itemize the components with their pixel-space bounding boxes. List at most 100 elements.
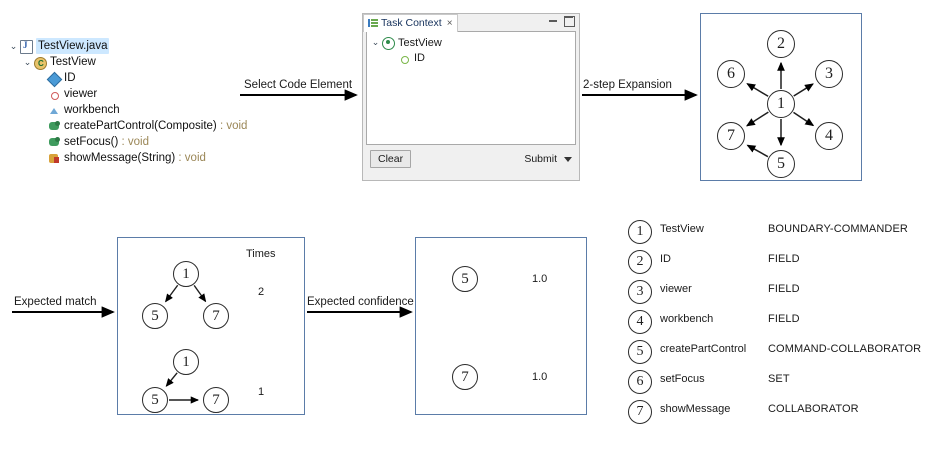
legend-name: createPartControl [660, 343, 747, 355]
legend-node-6: 6 [628, 370, 652, 394]
legend-name: showMessage [660, 403, 731, 415]
tree-item-label: workbench [64, 104, 120, 116]
submit-group[interactable]: Submit [524, 153, 572, 165]
legend-node-5: 5 [628, 340, 652, 364]
legend-type: SET [768, 373, 790, 385]
graph-node-2: 2 [767, 30, 795, 58]
legend-type: BOUNDARY-COMMANDER [768, 223, 908, 235]
task-tree-label: TestView [398, 36, 442, 49]
legend-node-4: 4 [628, 310, 652, 334]
legend-name: setFocus [660, 373, 705, 385]
tree-item-setfocus-[interactable]: ⌄setFocus() : void [8, 134, 238, 150]
confidence-node-7: 7 [452, 364, 478, 390]
task-tree-item-testview[interactable]: ⌄ TestView [370, 35, 575, 50]
tab-task-context[interactable]: Task Context × [363, 13, 458, 32]
confidence-value: 1.0 [532, 371, 548, 383]
graph-node-1: 1 [173, 261, 199, 287]
java-class-icon [33, 55, 47, 70]
edge-1-3 [793, 83, 814, 97]
return-type: : void [216, 120, 248, 132]
graph-node-7: 7 [203, 303, 229, 329]
edge-1-7 [745, 111, 769, 127]
field-protected-icon [47, 103, 61, 117]
tree-item-workbench[interactable]: ⌄workbench [8, 102, 238, 118]
tree-item-label: ID [64, 72, 76, 84]
tree-item-label: TestView.java [36, 38, 110, 54]
field-public-icon [46, 71, 63, 88]
window-buttons[interactable] [549, 15, 575, 27]
legend-name: workbench [660, 313, 714, 325]
tree-item-createpartcontrol-composite-[interactable]: ⌄createPartControl(Composite) : void [8, 118, 247, 134]
legend-type: FIELD [768, 253, 800, 265]
maximize-icon[interactable] [563, 15, 575, 27]
graph-node-6: 6 [717, 60, 745, 88]
confidence-node-5: 5 [452, 266, 478, 292]
task-context-icon [368, 18, 378, 28]
tree-item-id[interactable]: ⌄ID [8, 70, 238, 88]
tree-item-label: TestView [50, 56, 96, 68]
edge-5-7 [746, 144, 769, 158]
legend-row: 3 viewer FIELD [628, 278, 933, 308]
method-private-icon [47, 151, 61, 165]
tree-item-testview[interactable]: ⌄ TestView [8, 54, 238, 70]
chevron-down-icon[interactable] [564, 156, 572, 162]
legend-type: FIELD [768, 283, 800, 295]
legend-node-7: 7 [628, 400, 652, 424]
edge-1-5 [165, 372, 178, 387]
legend-node-3: 3 [628, 280, 652, 304]
task-tree-label: ID [414, 51, 425, 64]
graph-node-4: 4 [815, 122, 843, 150]
graph-node-7: 7 [717, 122, 745, 150]
return-type: : void [118, 136, 150, 148]
legend-name: ID [660, 253, 671, 265]
tree-item-label: viewer [64, 88, 98, 100]
pattern-times-value: 1 [258, 386, 265, 398]
method-public-icon [47, 135, 61, 149]
twisty-icon[interactable]: ⌄ [371, 37, 380, 47]
method-public-icon [47, 119, 61, 133]
legend-row: 2 ID FIELD [628, 248, 933, 278]
flow-label-select-code-element: Select Code Element [244, 79, 353, 91]
twisty-icon[interactable]: ⌄ [23, 56, 32, 67]
legend-node-2: 2 [628, 250, 652, 274]
flow-label-expected-confidence: Expected confidence [307, 296, 414, 308]
member-dot-icon [397, 51, 411, 65]
java-file-icon [19, 39, 33, 54]
legend-row: 5 createPartControl COMMAND-COLLABORATOR [628, 338, 933, 368]
graph-node-5: 5 [142, 387, 168, 413]
submit-button[interactable]: Submit [524, 153, 557, 165]
legend-row: 4 workbench FIELD [628, 308, 933, 338]
close-icon[interactable]: × [446, 17, 453, 29]
package-explorer-tree[interactable]: ⌄ TestView.java ⌄ TestView ⌄ID⌄viewer⌄workbe… [8, 38, 247, 166]
task-context-footer: Clear Submit [363, 145, 579, 173]
edge-1-7 [193, 284, 207, 303]
field-private-icon [47, 87, 61, 101]
tree-item-showmessage-string-[interactable]: ⌄showMessage(String) : void [8, 150, 238, 166]
edge-1-6 [746, 83, 769, 97]
flow-label-two-step-expansion: 2-step Expansion [583, 79, 672, 91]
minimize-icon[interactable] [549, 17, 558, 26]
tab-label: Task Context [381, 17, 442, 29]
legend-name: viewer [660, 283, 692, 295]
tree-item-label: createPartControl(Composite) : void [64, 120, 248, 132]
graph-node-1: 1 [173, 349, 199, 375]
task-tree-item-id[interactable]: ⌄ID [370, 50, 575, 65]
pattern-times-value: 2 [258, 286, 265, 298]
twisty-icon[interactable]: ⌄ [9, 40, 18, 51]
confidence-value: 1.0 [532, 273, 548, 285]
tree-item-viewer[interactable]: ⌄viewer [8, 86, 238, 102]
graph-node-5: 5 [767, 150, 795, 178]
task-context-window[interactable]: Task Context × ⌄ TestView⌄ID Clear Submit [362, 13, 580, 181]
edge-1-5 [165, 284, 179, 303]
legend-type: FIELD [768, 313, 800, 325]
clear-button[interactable]: Clear [370, 150, 412, 168]
task-context-tree[interactable]: ⌄ TestView⌄ID [366, 31, 576, 145]
expected-confidence-box: 5 1.0 7 1.0 [415, 237, 587, 415]
legend-type: COMMAND-COLLABORATOR [768, 343, 922, 355]
tree-item-testview-java[interactable]: ⌄ TestView.java [8, 38, 238, 54]
